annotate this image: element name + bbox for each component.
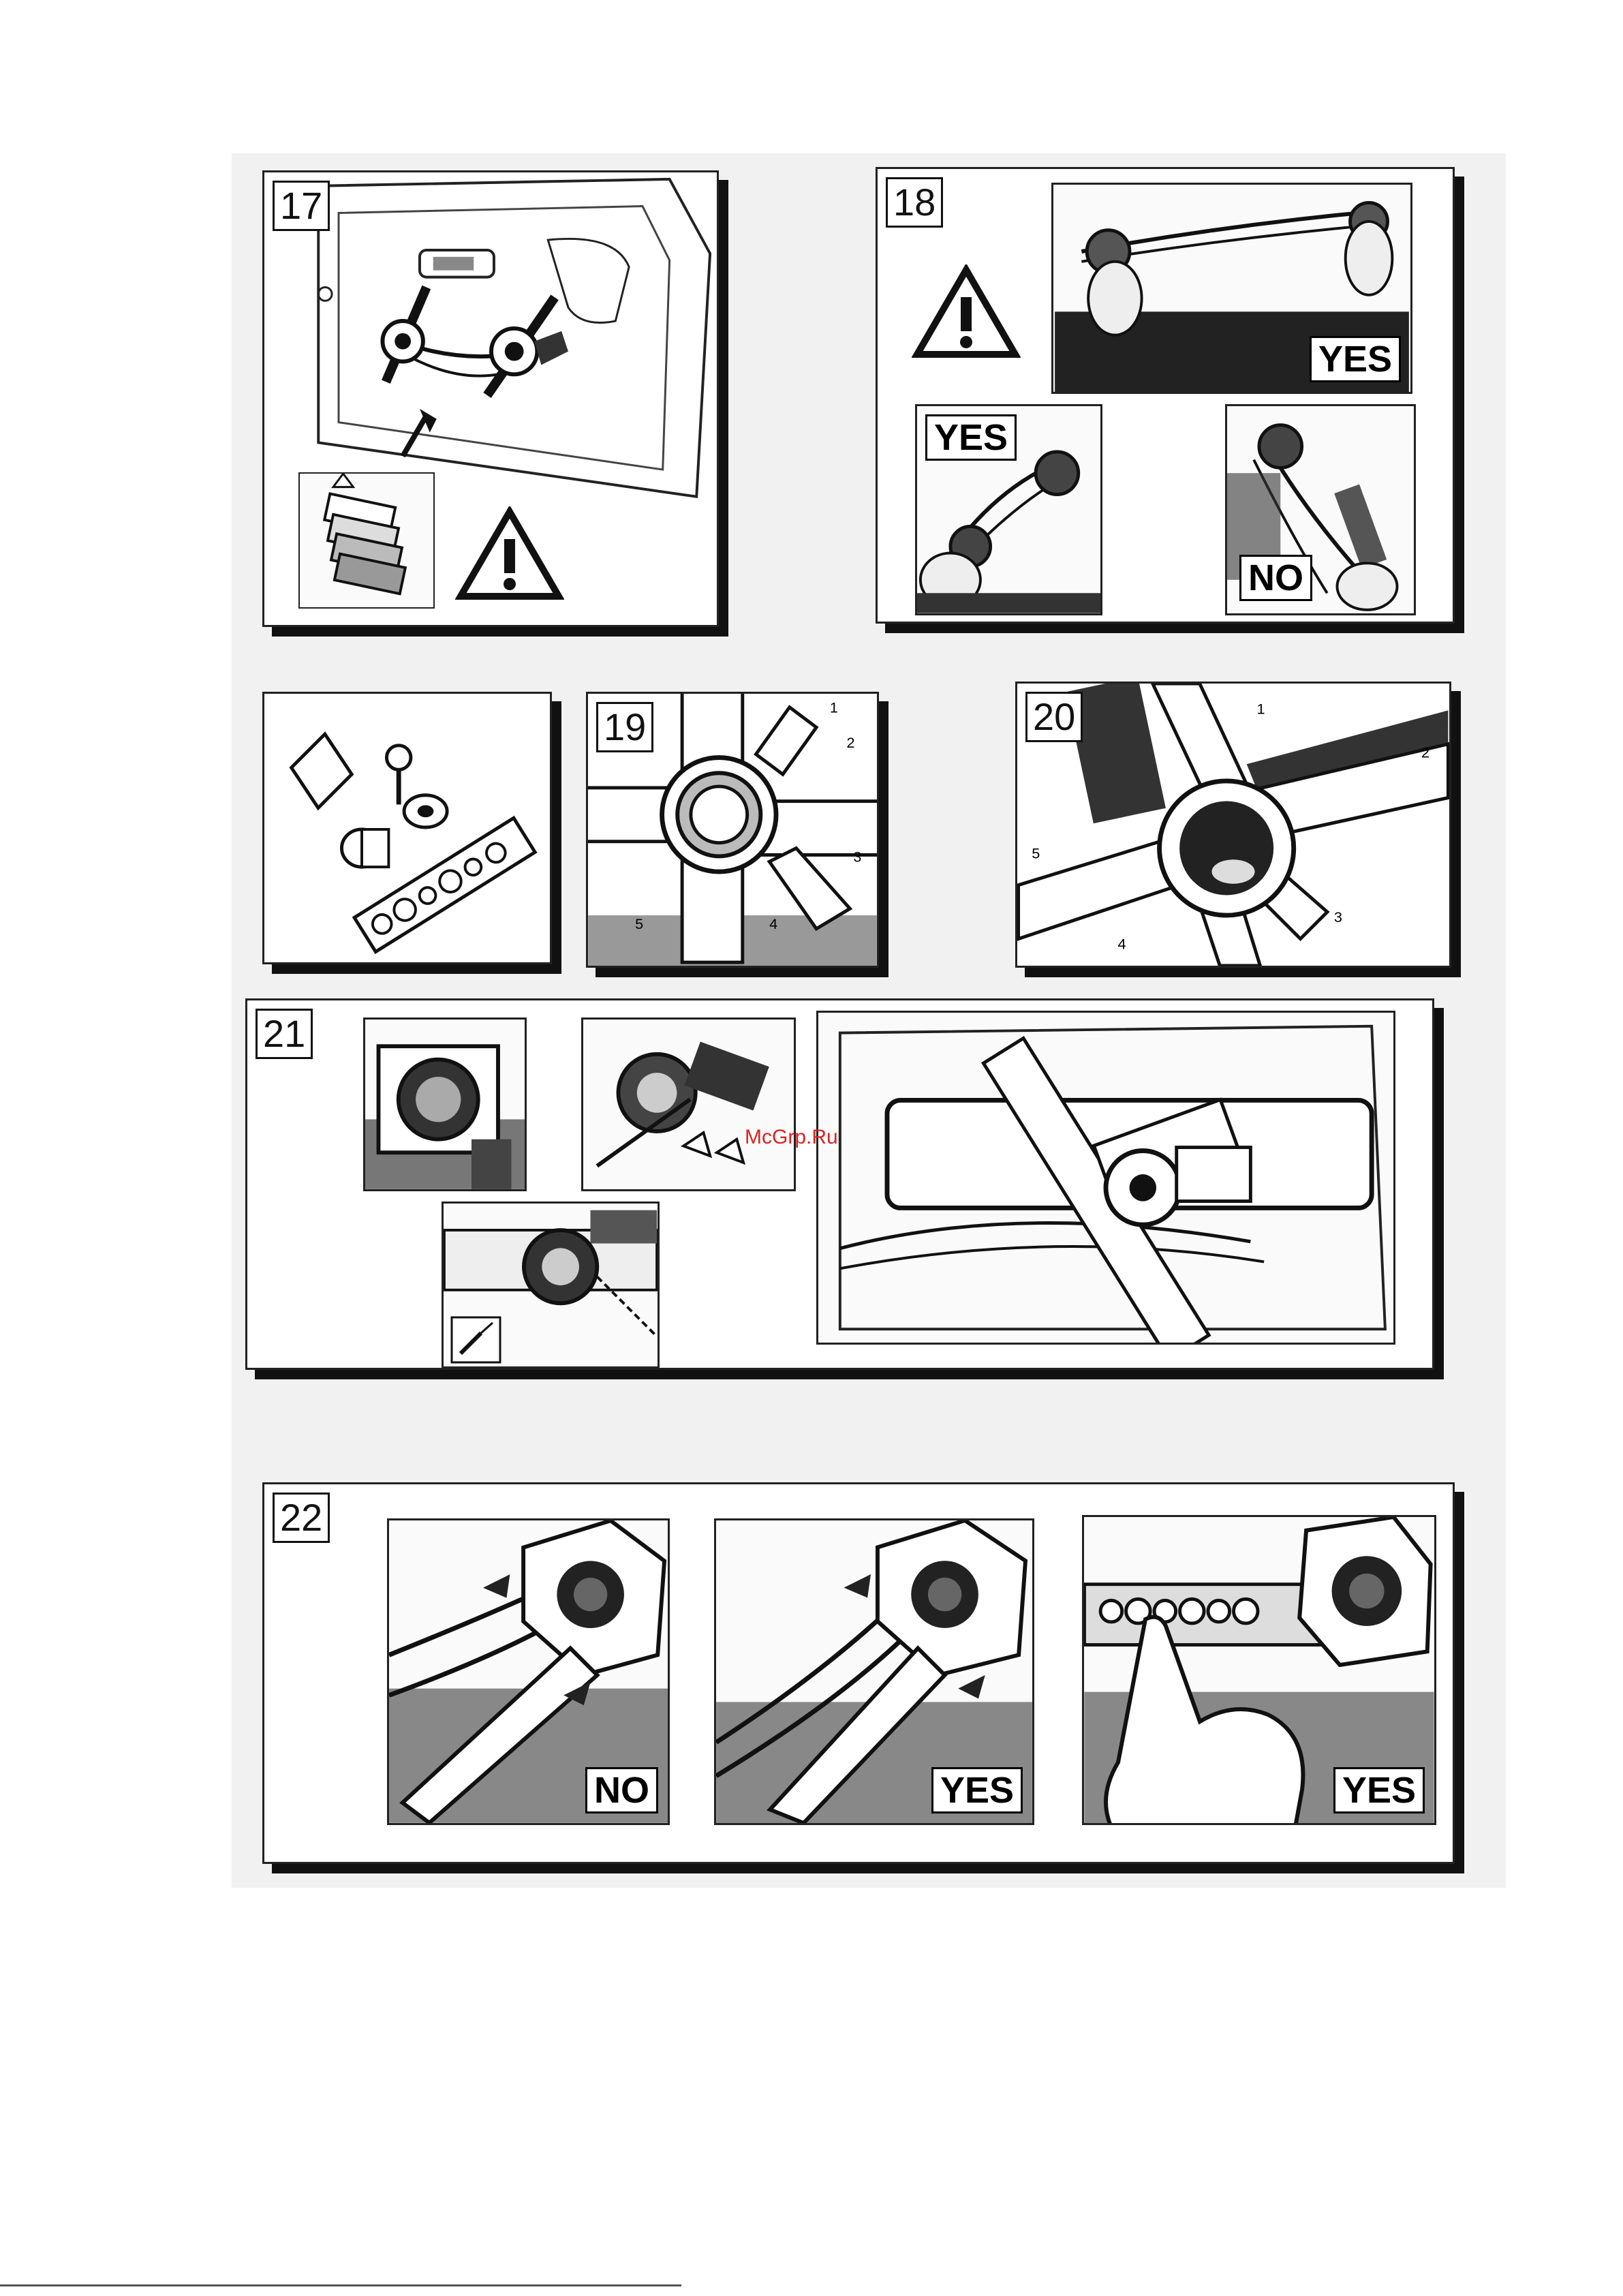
- parts-illustration: [264, 694, 550, 962]
- callout-2: 2: [1421, 744, 1429, 761]
- no-label: NO: [585, 1767, 658, 1813]
- yes-label: YES: [1310, 336, 1401, 382]
- step-number: 17: [273, 181, 330, 231]
- yes-label: YES: [1333, 1767, 1425, 1813]
- step-number: 20: [1025, 692, 1083, 742]
- callout-3: 3: [1334, 908, 1342, 925]
- step-21-door-installation: [816, 1011, 1395, 1345]
- no-label: NO: [1239, 555, 1312, 601]
- callout-4: 4: [1117, 935, 1126, 952]
- callout-4: 4: [769, 915, 777, 932]
- step-18-incorrect-handling: NO: [1225, 404, 1416, 615]
- callout-3: 3: [853, 848, 861, 865]
- parts-kit-thumbnail: [298, 472, 435, 609]
- step-18-correct-handling-top: YES: [1051, 183, 1412, 394]
- step-22-incorrect-cable-routing: NO: [387, 1518, 670, 1825]
- step-number: 18: [886, 177, 943, 228]
- step-21-screwdriver-detail: [442, 1201, 660, 1368]
- step-19-panel: 19 1 2 3 4 5: [586, 692, 879, 968]
- yes-label: YES: [925, 414, 1017, 461]
- step-21-panel: 21: [245, 998, 1434, 1370]
- step-17-panel: 17: [262, 170, 719, 627]
- callout-1: 1: [1257, 700, 1265, 717]
- screwdriver-icon: [450, 1316, 501, 1364]
- parts-overview-panel: [262, 692, 552, 964]
- step-number: 19: [596, 702, 653, 752]
- step-22-correct-finger-check: YES: [1082, 1515, 1436, 1825]
- step-21-detach-motor: [581, 1017, 796, 1191]
- step-22-panel: 22 NO: [262, 1482, 1455, 1864]
- callout-1: 1: [830, 699, 838, 716]
- callout-2: 2: [846, 734, 854, 751]
- callout-5: 5: [1032, 844, 1040, 861]
- step-22-correct-cable-routing: YES: [714, 1518, 1034, 1825]
- yes-label: YES: [931, 1767, 1023, 1813]
- step-18-panel: 18 YES: [876, 167, 1455, 624]
- warning-triangle-icon: [912, 264, 1021, 360]
- footer-rule: [0, 2284, 681, 2286]
- warning-triangle-icon: [455, 506, 564, 602]
- instruction-sheet: 17: [232, 153, 1506, 1888]
- callout-5: 5: [635, 915, 643, 932]
- watermark: McGrp.Ru: [745, 1126, 838, 1149]
- pointing-hand-icon: [1098, 1612, 1323, 1825]
- step-18-correct-handling-left: YES: [915, 404, 1102, 615]
- step-21-remove-bolts: [363, 1017, 527, 1191]
- step-20-panel: 20 1 2 3 4 5: [1015, 682, 1451, 968]
- step-number: 22: [273, 1493, 330, 1543]
- step-number: 21: [256, 1009, 313, 1059]
